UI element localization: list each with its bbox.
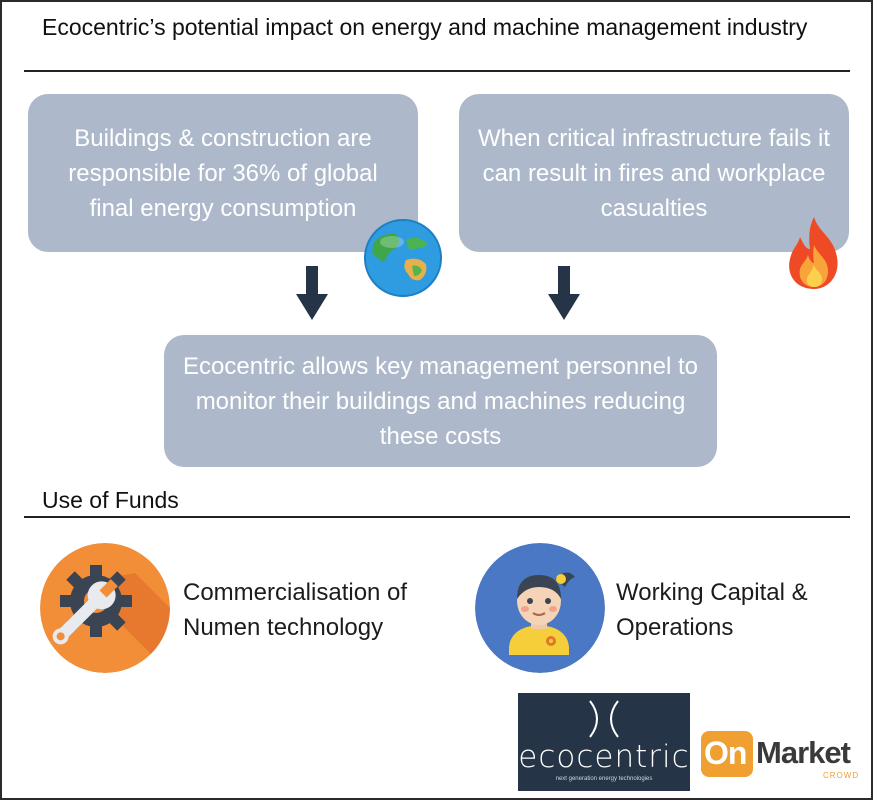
title-divider (24, 70, 850, 72)
globe-icon (364, 219, 442, 297)
buildings-energy-text: Buildings & construction are responsible… (68, 124, 378, 222)
worker-avatar-icon (475, 543, 605, 673)
ecocentric-tagline: next generation energy technologies (555, 776, 653, 782)
arrow-down-icon (548, 266, 580, 320)
ecocentric-mark-icon (589, 700, 619, 738)
fund-item-working-capital: Working Capital & Operations (616, 579, 808, 641)
ecocentric-logo: ecocentric next generation energy techno… (518, 693, 690, 791)
onmarket-crowd-text: CROWD (823, 771, 860, 780)
fund-item-commercialisation: Commercialisation of Numen technology (183, 579, 408, 641)
section-divider (24, 516, 850, 518)
wrench-gear-icon (40, 543, 170, 673)
onmarket-logo: On Market CROWD (701, 729, 863, 781)
ecocentric-solution-text: Ecocentric allows key management personn… (183, 352, 698, 450)
infrastructure-failure-text: When critical infrastructure fails it ca… (477, 124, 831, 222)
onmarket-badge (701, 731, 753, 777)
onmarket-market-text: Market (756, 735, 851, 770)
ecocentric-solution-box: Ecocentric allows key management personn… (164, 335, 717, 467)
page-title: Ecocentric’s potential impact on energy … (42, 14, 808, 40)
arrow-down-icon (296, 266, 328, 320)
use-of-funds-heading: Use of Funds (42, 487, 179, 513)
buildings-energy-box: Buildings & construction are responsible… (28, 94, 418, 252)
infrastructure-failure-box: When critical infrastructure fails it ca… (459, 94, 849, 252)
ecocentric-wordmark: ecocentric (518, 739, 690, 775)
fire-icon (789, 217, 838, 289)
onmarket-on-text: On (704, 735, 747, 771)
